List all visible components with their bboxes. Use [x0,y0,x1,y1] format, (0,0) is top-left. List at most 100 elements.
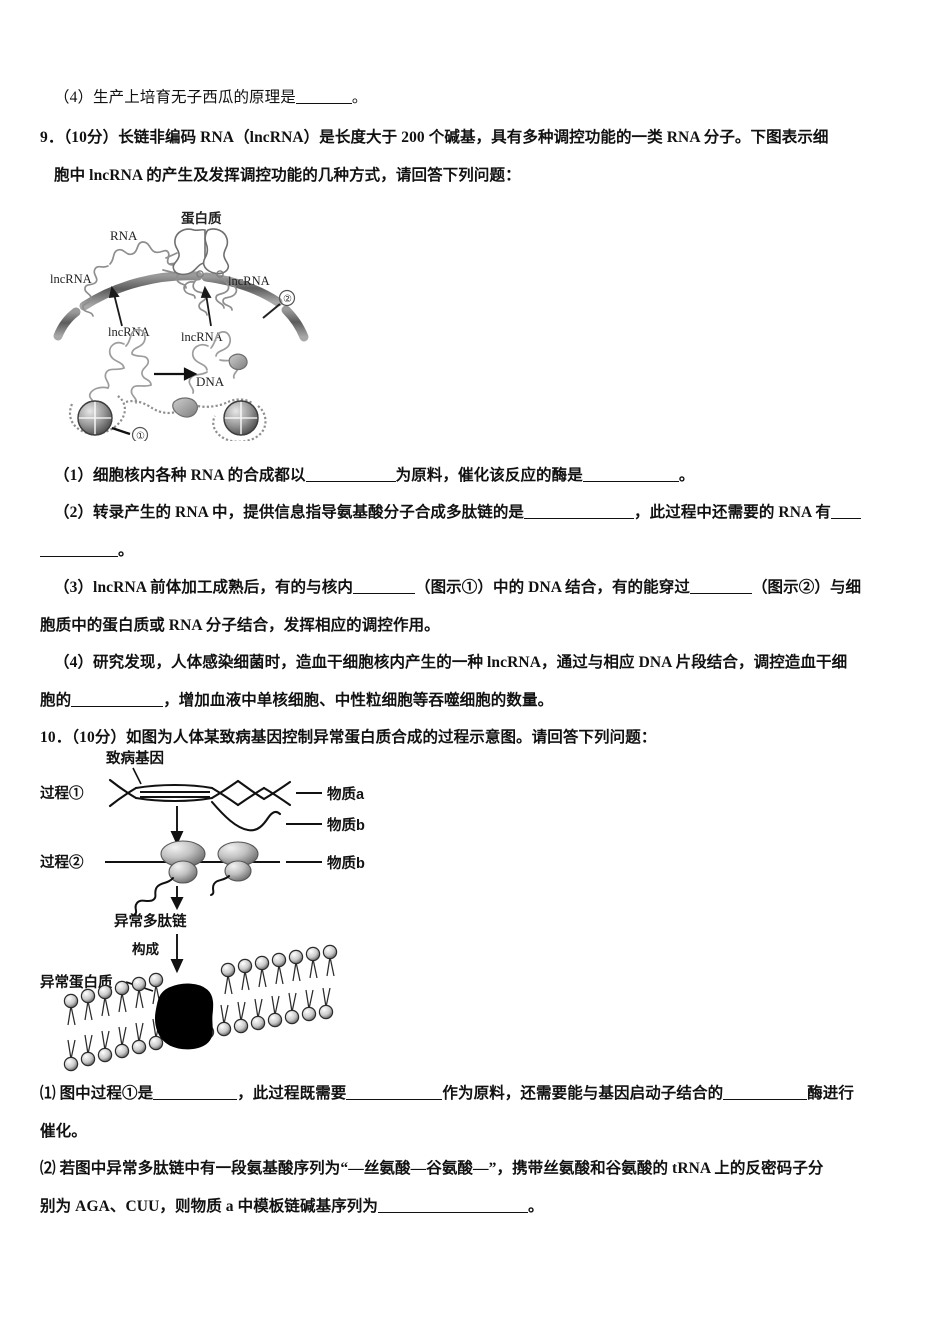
figure-label-lncrna-left-outer: lncRNA [50,272,92,286]
question9-sub3-line1: （3）lncRNA 前体加工成熟后，有的与核内 （图示①）中的 DNA 结合，有的… [54,578,861,598]
nuclear-lncrna-left-icon [88,328,152,407]
marker1-leader [111,426,131,436]
answer-blank[interactable] [723,1099,808,1100]
q9-sub3-a: （3）lncRNA 前体加工成熟后，有的与核内 [54,579,353,596]
answer-blank[interactable] [352,593,415,594]
q10-sub1-b: ，此过程既需要 [237,1085,347,1102]
question10-stem: 10．（10分）如图为人体某致病基因控制异常蛋白质合成的过程示意图。请回答下列问… [40,728,656,748]
figure-lncrna: RNA lncRNA 蛋白质 lncRNA [48,206,323,441]
figure-label-lncrna-right-outer: lncRNA [228,274,270,288]
figure-label-rna: RNA [110,228,138,243]
nuclear-lncrna-right-icon [188,331,240,394]
dna-binding-blob-icon [228,353,248,371]
ribosome-icon [217,841,259,882]
figure-label-substance-a: 物质a [327,785,365,803]
abnormal-protein-blob [155,983,214,1050]
q9-sub3-d: 胞质中的蛋白质或 RNA 分子结合，发挥相应的调控作用。 [40,617,440,634]
figure-label-abnormal-peptide: 异常多肽链 [114,912,187,930]
question9-sub2-line2: 。 [40,541,134,561]
linker-protein-icon [172,397,199,418]
q9-sub3-b: （图示①）中的 DNA 结合，有的能穿过 [414,579,690,596]
q10-sub2-a: ⑵ 若图中异常多肽链中有一段氨基酸序列为“—丝氨酸—谷氨酸—”，携带丝氨酸和谷氨… [40,1160,824,1177]
question9-sub4-line2: 胞的 ，增加血液中单核细胞、中性粒细胞等吞噬细胞的数量。 [40,691,553,711]
figure-label-forms: 构成 [132,941,159,957]
answer-blank[interactable] [689,593,752,594]
figure-disease-gene: 致病基因 过程① 物 [40,748,380,1078]
q9-sub1-b: 为原料，催化该反应的酶是 [395,467,583,484]
question9-sub1: （1）细胞核内各种 RNA 的合成都以为原料，催化该反应的酶是。 [54,466,694,486]
ribosome-icon [160,840,206,884]
q10-sub2-c: 。 [528,1198,544,1215]
q10-sub1-a: ⑴ 图中过程①是 [40,1085,154,1102]
q9-sub3-c: （图示②）与细 [751,579,862,596]
figure-label-process1: 过程① [40,784,84,802]
nuclear-envelope-icon [53,271,309,342]
figure-label-lncrna-left-inner: lncRNA [108,325,150,339]
figure-label-abnormal-protein: 异常蛋白质 [40,973,113,991]
process-arrow-2-icon [170,886,184,911]
q8-part4-text: （4）生产上培育无子西瓜的原理是 [54,89,296,106]
question9-stem-line1: 9．（10分）长链非编码 RNA（lncRNA）是长度大于 200 个碱基，具有… [40,128,829,148]
protein-icon [172,228,230,276]
protein-contact-dot [196,270,204,278]
q9-sub2-c: 。 [118,542,134,559]
polypeptide-chain-1 [133,877,174,916]
q8-part4-end: 。 [351,89,368,106]
question8-part4: （4）生产上培育无子西瓜的原理是 。 [54,88,367,108]
export-arrow-icon [108,285,212,327]
answer-blank[interactable] [831,518,862,519]
transition-arrow-icon [154,367,198,381]
question10-line1: ．（10分）如图为人体某致病基因控制异常蛋白质合成的过程示意图。请回答下列问题： [55,729,657,746]
figure-label-gene: 致病基因 [106,749,164,767]
figure-marker-1: ① [136,431,145,441]
answer-blank[interactable] [346,1099,443,1100]
figure-label-substance-b-top: 物质b [327,816,365,834]
marker2-leader [262,303,281,319]
question10-sub2-line1: ⑵ 若图中异常多肽链中有一段氨基酸序列为“—丝氨酸—谷氨酸—”，携带丝氨酸和谷氨… [40,1159,824,1179]
q9-sub2-a: （2）转录产生的 RNA 中，提供信息指导氨基酸分子合成多肽链的是 [54,504,525,521]
q9-sub4-a: （4）研究发现，人体感染细菌时，造血干细胞核内产生的一种 lncRNA，通过与相… [54,654,848,671]
figure-label-protein: 蛋白质 [181,210,222,226]
q10-sub1-c: 作为原料，还需要能与基因启动子结合的 [442,1085,724,1102]
chromatin-fiber-icon [68,394,267,441]
question10-number: 10 [40,729,56,746]
answer-blank[interactable] [582,481,679,482]
question9-sub3-line2: 胞质中的蛋白质或 RNA 分子结合，发挥相应的调控作用。 [40,616,440,636]
question9-sub4-line1: （4）研究发现，人体感染细菌时，造血干细胞核内产生的一种 lncRNA，通过与相… [54,653,847,673]
answer-blank[interactable] [40,556,118,557]
answer-blank[interactable] [378,1212,529,1213]
q9-sub1-a: （1）细胞核内各种 RNA 的合成都以 [54,467,306,484]
q10-sub1-e: 催化。 [40,1123,87,1140]
phospholipid-bilayer-icon [63,944,338,1072]
protein-contact-dot [216,270,224,278]
marker2-ring [278,289,296,307]
answer-blank[interactable] [71,706,164,707]
forms-arrow-icon [170,934,184,974]
q9-sub2-b: ，此过程中还需要的 RNA 有 [634,504,832,521]
answer-blank[interactable] [524,518,635,519]
nucleosome-right-icon [223,400,259,436]
question9-sub2-line1: （2）转录产生的 RNA 中，提供信息指导氨基酸分子合成多肽链的是 ，此过程中还需… [54,503,862,523]
answer-blank[interactable] [153,1099,238,1100]
question10-sub1-line1: ⑴ 图中过程①是 ，此过程既需要 作为原料，还需要能与基因启动子结合的 酶进行 [40,1084,854,1104]
process-arrow-1-icon [170,806,184,846]
question10-sub1-line2: 催化。 [40,1122,87,1142]
nascent-mrna-strand [210,800,282,832]
answer-blank[interactable] [305,481,396,482]
figure-label-lncrna-right-inner: lncRNA [181,330,223,344]
figure-label-process2: 过程② [40,853,84,871]
nucleosome-left-icon [77,400,113,436]
gene-pointer-line [132,767,142,785]
figure-label-dna: DNA [196,374,225,389]
marker1-ring [131,426,149,441]
question10-sub2-line2: 别为 AGA、CUU，则物质 a 中模板链碱基序列为。 [40,1197,544,1217]
answer-blank[interactable] [295,103,352,104]
q9-sub4-b: 胞的 [40,692,72,709]
q9-sub4-c: ，增加血液中单核细胞、中性粒细胞等吞噬细胞的数量。 [163,692,554,709]
question9-line1: ．（10分）长链非编码 RNA（lncRNA）是长度大于 200 个碱基，具有多… [47,129,829,146]
figure-label-substance-b-mid: 物质b [327,854,365,872]
question9-stem-line2: 胞中 lncRNA 的产生及发挥调控功能的几种方式，请回答下列问题： [54,166,521,186]
q10-sub1-d: 酶进行 [807,1085,855,1102]
question9-number: 9 [40,129,48,146]
